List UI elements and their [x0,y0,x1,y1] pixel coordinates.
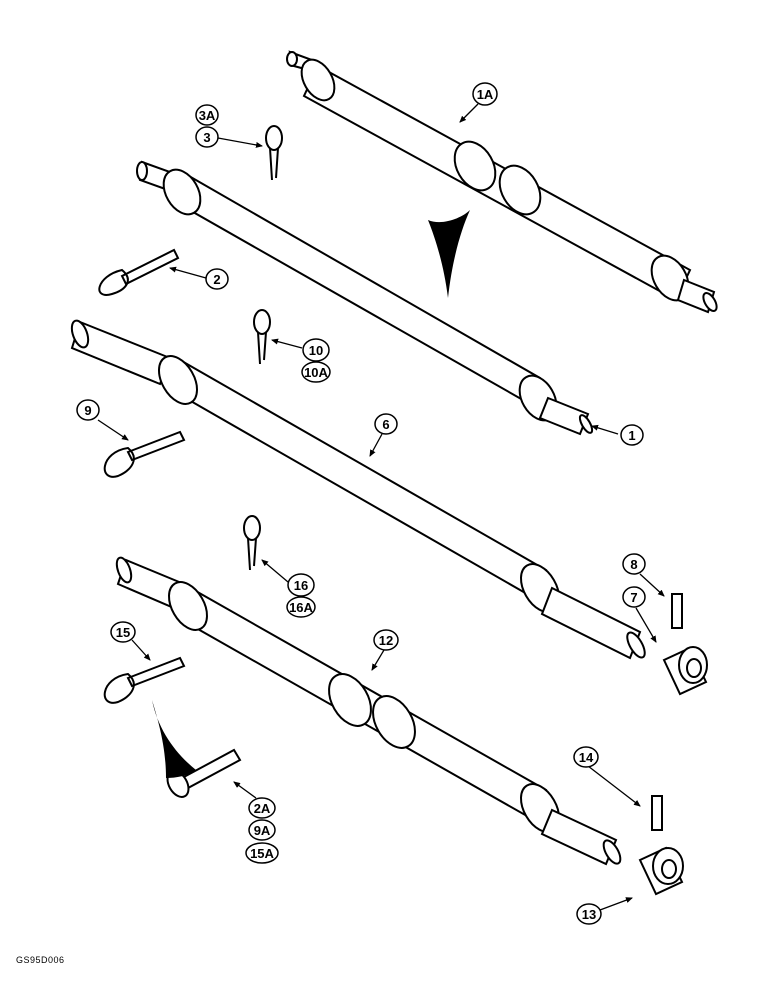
callout-15: 15 [110,621,136,643]
callout-9a: 9A [248,819,276,841]
svg-text:15A: 15A [250,846,274,861]
callout-1: 1 [620,424,644,446]
svg-text:15: 15 [116,625,130,640]
svg-text:10: 10 [309,343,323,358]
callout-2: 2 [205,268,229,290]
leader-lines [97,103,665,911]
r-clip-10 [253,309,271,365]
lynch-pin-9 [103,430,186,478]
callout-8: 8 [622,553,646,575]
svg-text:7: 7 [630,590,637,605]
svg-text:3A: 3A [199,108,216,123]
swoosh-arrow-top [428,210,470,298]
shaft-1 [136,160,594,436]
roll-pin-14 [651,795,663,831]
svg-text:1A: 1A [477,87,494,102]
callout-14: 14 [573,746,599,768]
callout-16: 16 [287,573,315,597]
figure-code: GS95D006 [16,955,65,965]
callout-15a: 15A [245,842,279,864]
callout-16a: 16A [286,596,316,618]
lynch-pin-15 [103,656,186,704]
svg-text:6: 6 [382,417,389,432]
roll-pin-8 [671,593,683,629]
shaft-1a [286,50,718,314]
svg-text:16: 16 [294,578,308,593]
svg-text:2A: 2A [254,801,271,816]
collar-7 [662,646,708,696]
callout-1a: 1A [472,82,498,106]
callout-2a: 2A [248,797,276,819]
callout-13: 13 [576,903,602,925]
svg-text:2: 2 [213,272,220,287]
r-clip-16 [243,515,261,571]
callout-3a: 3A [195,104,219,126]
svg-text:14: 14 [579,750,594,765]
lynch-pin-2 [98,248,180,296]
svg-text:12: 12 [379,633,393,648]
shaft-12 [115,556,622,866]
callout-6: 6 [374,413,398,435]
r-clip-3 [265,125,283,181]
svg-text:13: 13 [582,907,596,922]
swoosh-arrow-bottom [152,700,196,778]
callout-3: 3 [195,126,219,148]
callout-7: 7 [622,586,646,608]
svg-text:1: 1 [628,428,635,443]
shaft-6 [70,319,646,660]
svg-text:8: 8 [630,557,637,572]
svg-text:10A: 10A [304,365,328,380]
svg-text:16A: 16A [289,600,313,615]
callout-9: 9 [76,399,100,421]
svg-text:3: 3 [203,130,210,145]
svg-text:9A: 9A [254,823,271,838]
collar-13 [638,846,684,896]
callout-10a: 10A [301,361,331,383]
callout-12: 12 [373,629,399,651]
svg-text:9: 9 [84,403,91,418]
callout-10: 10 [302,338,330,362]
